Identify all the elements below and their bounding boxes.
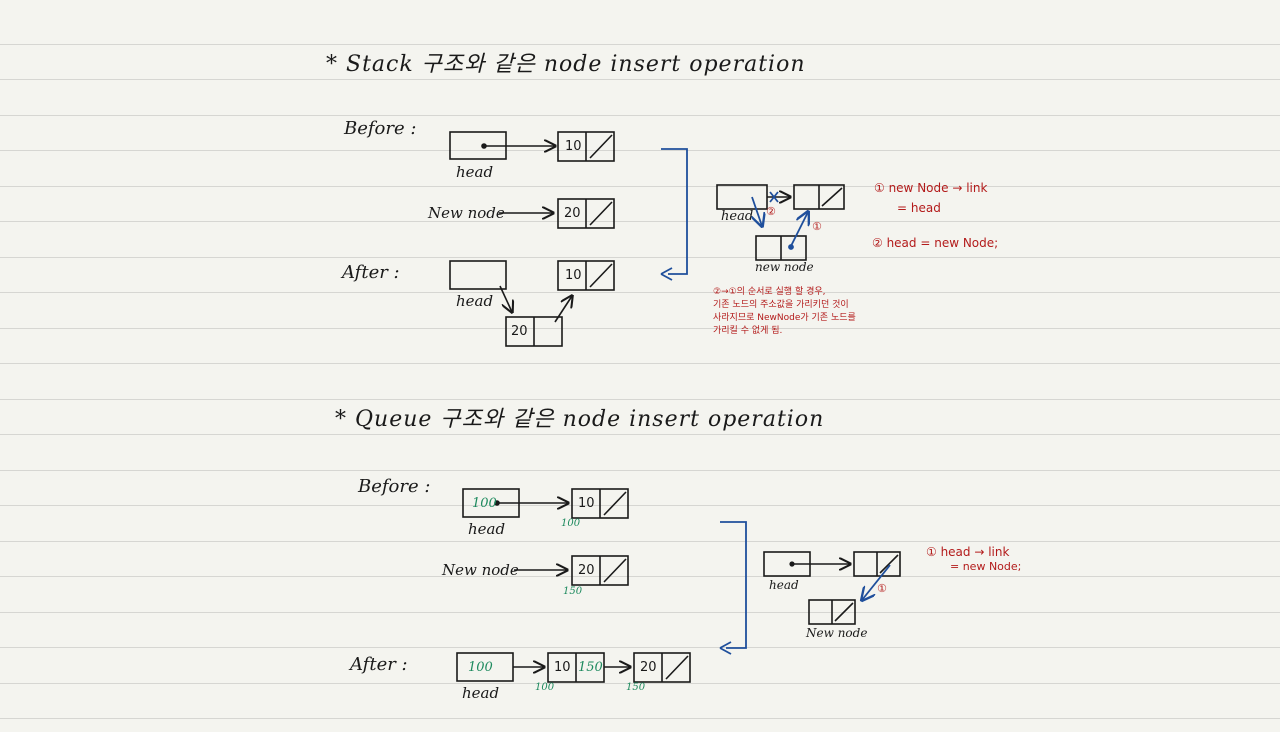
queue-after-node10-addr: 100 xyxy=(535,682,555,693)
stack-note2: ② head = new Node; xyxy=(872,236,999,250)
ruled-line xyxy=(0,79,1280,80)
ruled-line xyxy=(0,434,1280,435)
stack-section-title: * Stack 구조와 같은 node insert operation xyxy=(326,52,806,77)
ruled-line xyxy=(0,363,1280,364)
ruled-line xyxy=(0,221,1280,222)
stack-warning-line3: 사라지므로 NewNode가 기존 노드를 xyxy=(713,313,856,323)
queue-side-step1-marker: ① xyxy=(877,582,887,595)
ruled-line xyxy=(0,612,1280,613)
stack-side-step1-marker: ① xyxy=(812,220,822,233)
ruled-line xyxy=(0,328,1280,329)
queue-after-node20-value: 20 xyxy=(640,660,657,675)
stack-before-label: Before : xyxy=(344,118,417,139)
queue-before-head-label: head xyxy=(468,520,506,538)
queue-before-head-addr: 100 xyxy=(472,496,497,511)
stack-before-node10-value: 10 xyxy=(565,139,582,154)
queue-note-line2: = new Node; xyxy=(950,560,1022,573)
queue-side-head-label: head xyxy=(769,578,799,592)
stack-transition-bracket xyxy=(661,148,688,275)
queue-after-node10-link-addr: 150 xyxy=(578,660,603,675)
queue-after-head-label: head xyxy=(462,684,500,702)
queue-before-node10-value: 10 xyxy=(578,496,595,511)
stack-note1-line1: ① new Node → link xyxy=(874,181,988,195)
stack-warning-line4: 가리킬 수 없게 됨. xyxy=(713,326,783,336)
stack-before-node20-value: 20 xyxy=(564,206,581,221)
stack-warning-line2: 기존 노드의 주소값을 가리키던 것이 xyxy=(713,300,849,310)
queue-section-title: * Queue 구조와 같은 node insert operation xyxy=(335,407,825,432)
ruled-line xyxy=(0,647,1280,648)
queue-transition-bracket xyxy=(720,521,747,649)
ruled-line xyxy=(0,576,1280,577)
queue-before-node20-value: 20 xyxy=(578,563,595,578)
queue-after-head-addr: 100 xyxy=(468,660,493,675)
ruled-line xyxy=(0,541,1280,542)
stack-before-head-label: head xyxy=(456,163,494,181)
stack-side-step2-marker: ② xyxy=(766,205,776,218)
ruled-line xyxy=(0,292,1280,293)
queue-after-node10-value: 10 xyxy=(554,660,571,675)
stack-after-head-box xyxy=(449,260,507,290)
ruled-line xyxy=(0,399,1280,400)
stack-side-new-node-label: new node xyxy=(755,260,814,274)
queue-before-node20-addr: 150 xyxy=(563,586,583,597)
ruled-line xyxy=(0,150,1280,151)
queue-new-node-label: New node xyxy=(442,561,519,579)
ruled-line xyxy=(0,44,1280,45)
stack-note1-line2: = head xyxy=(897,201,941,215)
queue-before-node10-addr: 100 xyxy=(561,518,581,529)
stack-side-head-box xyxy=(716,184,768,210)
stack-warning-line1: ②→①의 순서로 실행 할 경우, xyxy=(713,287,826,297)
queue-after-label: After : xyxy=(350,654,408,675)
ruled-line xyxy=(0,186,1280,187)
queue-note-line1: ① head → link xyxy=(926,545,1010,559)
queue-before-label: Before : xyxy=(358,476,431,497)
ruled-line xyxy=(0,718,1280,719)
ruled-line xyxy=(0,683,1280,684)
stack-side-head-label: head xyxy=(721,209,754,224)
queue-side-new-node-label: New node xyxy=(806,626,868,640)
queue-after-node20-addr: 150 xyxy=(626,682,646,693)
ruled-line xyxy=(0,115,1280,116)
ruled-line xyxy=(0,505,1280,506)
ruled-line xyxy=(0,257,1280,258)
stack-after-label: After : xyxy=(342,262,400,283)
stack-new-node-label: New node xyxy=(428,204,505,222)
ruled-line xyxy=(0,470,1280,471)
stack-after-head-label: head xyxy=(456,292,494,310)
stack-after-node20-value: 20 xyxy=(511,324,528,339)
stack-after-node10-value: 10 xyxy=(565,268,582,283)
